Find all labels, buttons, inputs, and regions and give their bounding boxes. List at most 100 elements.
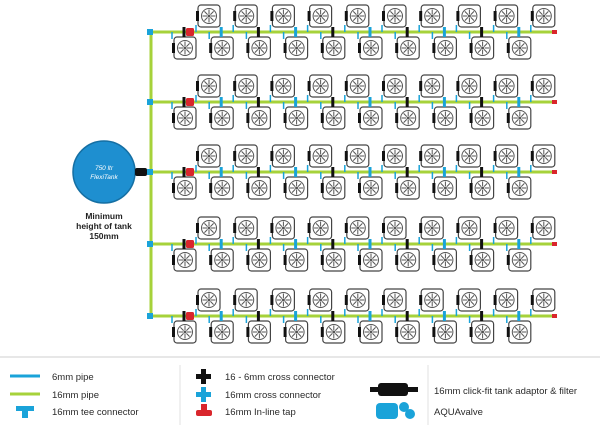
cross-connector [331,167,335,177]
legend-6mm-pipe: 6mm pipe [10,372,94,383]
pot-bottom [320,176,346,200]
pot-top [493,4,519,28]
pot-bottom [395,248,420,272]
aquavalve-icon [376,402,415,419]
pot-bottom [246,320,271,344]
pot-bottom [395,106,420,130]
pot-bottom [172,36,197,60]
pot-bottom [506,320,532,344]
cross-connector [480,167,484,177]
pot-bottom [246,176,271,200]
tank-note-line1: Minimum [85,211,123,221]
pot-bottom [246,106,271,130]
pot-top [382,288,407,312]
legend-cross-16-6-label: 16 - 6mm cross connector [225,372,335,383]
pot-bottom [320,106,346,130]
pot-top [456,216,481,240]
pot-top [307,216,333,240]
pot-bottom [506,106,532,130]
pot-top [382,216,407,240]
cross-connector [405,239,409,249]
cross-connector [517,27,521,37]
pot-bottom [432,320,457,344]
pot-top [419,144,444,168]
pot-top [382,4,407,28]
tank-note-line2: height of tank [76,221,132,231]
legend-inline-tap: 16mm In-line tap [196,404,296,418]
pot-top [419,216,444,240]
pot-top [196,288,221,312]
pot-bottom [432,248,457,272]
cross-connector [182,97,186,107]
pot-row-group [147,4,557,60]
pot-bottom [283,176,309,200]
cross-connector [256,97,260,107]
legend-16mm-pipe-label: 16mm pipe [52,390,99,401]
pot-top [419,74,444,98]
cross-connector [256,167,260,177]
legend-16mm-pipe: 16mm pipe [10,390,99,401]
cross-connector [368,97,372,107]
tee-connector [147,169,153,175]
pot-bottom [469,320,495,344]
legend-aquavalve-label: AQUAvalve [434,407,483,418]
pot-top [233,216,258,240]
tank-adaptor [135,168,147,176]
pot-row-group [147,288,557,344]
cross-connector [405,27,409,37]
pot-top [419,288,444,312]
inline-tap [186,168,194,176]
pot-bottom [432,36,457,60]
inline-tap [186,240,194,248]
pot-top [456,4,481,28]
pot-top [530,4,556,28]
cross-connector [368,27,372,37]
pot-top [456,74,481,98]
cross-connector [517,311,521,321]
legend-cross-16-label: 16mm cross connector [225,390,321,401]
cross-connector [219,97,223,107]
tank-circle [72,140,136,204]
cross-connector [294,97,298,107]
cross-connector [256,311,260,321]
pot-bottom [395,36,420,60]
cross-connector [294,167,298,177]
cross-connector [405,167,409,177]
tank-adaptor-icon [370,383,418,396]
pot-bottom [320,320,346,344]
cross-connector [182,311,186,321]
pot-bottom [320,36,346,60]
pot-bottom [358,176,383,200]
legend-tee-connector: 16mm tee connector [16,406,139,418]
pipe-end-cap [552,170,557,174]
pot-bottom [209,320,234,344]
cross-connector [182,167,186,177]
tank-label-line1: 750 ltr [95,165,114,172]
cross-connector [219,239,223,249]
pot-top [307,144,333,168]
cross-connector [331,239,335,249]
cross-connector [405,311,409,321]
pot-bottom [358,36,383,60]
inline-tap [186,28,194,36]
legend-inline-tap-label: 16mm In-line tap [225,407,296,418]
pot-top [307,4,333,28]
cross-connector [480,239,484,249]
cross-connector [517,239,521,249]
pot-row-group [147,216,557,272]
cross-connector [219,311,223,321]
legend-tee-connector-label: 16mm tee connector [52,407,139,418]
pot-bottom [172,106,197,130]
pot-bottom [469,248,495,272]
cross-connector [182,27,186,37]
cross-connector [294,27,298,37]
cross-connector [294,239,298,249]
pot-bottom [172,248,197,272]
cross-connector [256,239,260,249]
cross-connector [480,97,484,107]
cross-connector [368,311,372,321]
pot-bottom [209,36,234,60]
cross-connector [517,97,521,107]
tank-label-line2: FlexiTank [90,174,118,181]
legend-cross-16: 16mm cross connector [196,387,321,402]
